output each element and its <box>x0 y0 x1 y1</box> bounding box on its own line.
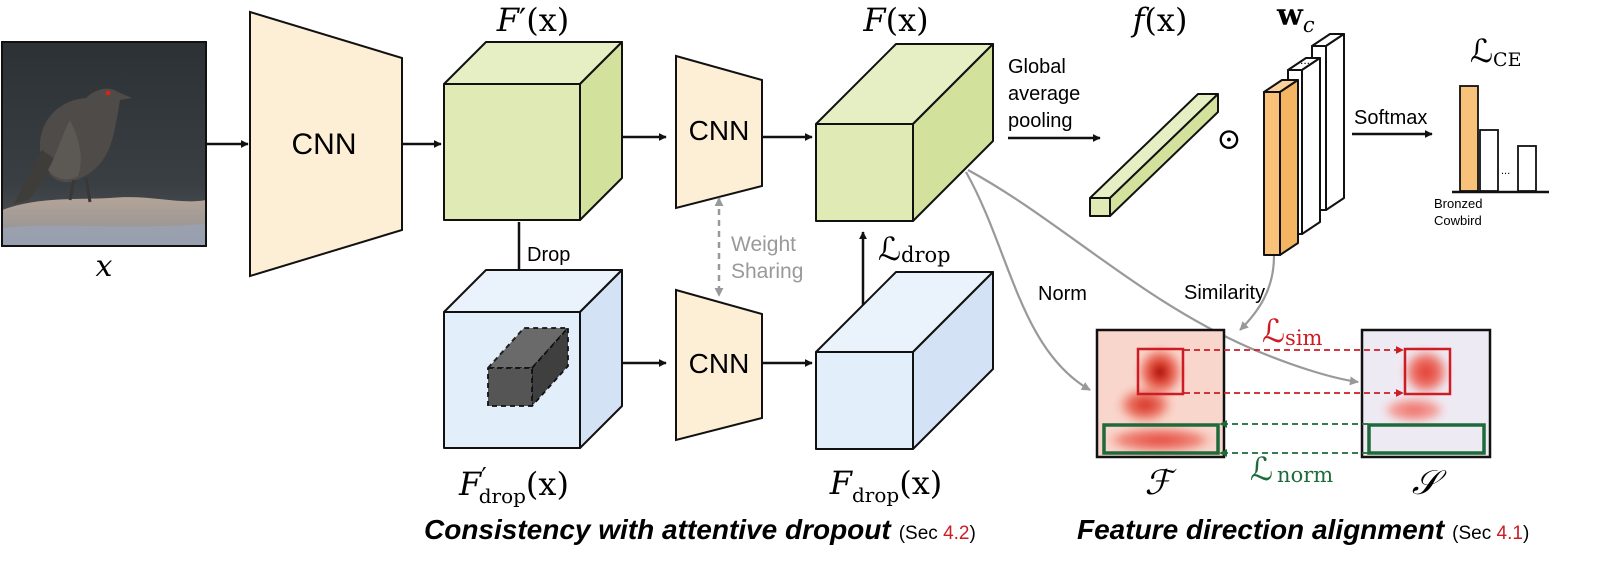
feature-map-F-norm-box <box>1102 423 1220 455</box>
lsim-label: ℒsim <box>1262 312 1323 350</box>
similarity-map-sim-box <box>1403 347 1452 396</box>
class-label-1: Bronzed <box>1434 196 1482 211</box>
norm-arrow <box>965 171 1091 391</box>
cnn-backbone-label: CNN <box>292 128 357 161</box>
cnn-top <box>675 54 763 210</box>
prob-dots: ... <box>1501 165 1510 177</box>
prob-bar-bronzed-cowbird <box>1459 85 1479 192</box>
dropped-region <box>487 327 569 407</box>
gap-label-3: pooling <box>1008 110 1073 132</box>
ce-prob-chart <box>1452 85 1549 194</box>
feature-map-F <box>1095 328 1226 459</box>
f-cube <box>815 43 994 222</box>
similarity-map-label: 𝒮 <box>1412 463 1447 503</box>
prob-bar-2 <box>1479 129 1499 192</box>
input-bird-image <box>1 41 207 247</box>
wc-label: wc <box>1276 0 1315 37</box>
fprime-drop-label: F′drop(x) <box>458 463 569 508</box>
input-label: x <box>96 249 113 284</box>
fx-vector <box>1089 93 1219 217</box>
caption-right: Feature direction alignment(Sec 4.1) <box>1077 514 1529 545</box>
feature-map-F-sim-box <box>1136 347 1185 396</box>
similarity-label: Similarity <box>1184 282 1265 304</box>
gap-label-2: average <box>1008 83 1080 105</box>
f-label: F(x) <box>862 1 928 39</box>
softmax-label: Softmax <box>1354 107 1427 129</box>
cnn-bottom-label: CNN <box>689 348 750 379</box>
cnn-bottom <box>675 288 763 442</box>
classifier-weights <box>1263 33 1345 256</box>
cnn-backbone <box>249 10 403 278</box>
fx-label: f(x) <box>1131 1 1188 39</box>
fdrop-cube <box>815 271 994 450</box>
lce-label: ℒCE <box>1470 32 1521 71</box>
wc-to-map-arrow <box>1239 255 1276 331</box>
cnn-top-label: CNN <box>689 115 750 146</box>
caption-left: Consistency with attentive dropout(Sec 4… <box>424 514 976 545</box>
wc-dots: ... <box>1300 53 1310 67</box>
similarity-map-S <box>1360 328 1492 459</box>
drop-label: Drop <box>527 244 570 266</box>
weight-sharing-label-2: Sharing <box>731 260 803 283</box>
ldrop-label: ℒdrop <box>878 230 951 268</box>
fprime-label: F′(x) <box>496 1 569 39</box>
class-label-2: Cowbird <box>1434 213 1482 228</box>
norm-label: Norm <box>1038 283 1087 305</box>
similarity-map-norm-box <box>1367 423 1486 455</box>
gap-label-1: Global <box>1008 56 1066 78</box>
weight-sharing-label-1: Weight <box>731 233 796 256</box>
feature-map-F-label: ℱ <box>1145 463 1178 503</box>
similarity-arrow <box>967 169 1359 386</box>
odot-symbol: ⊙ <box>1216 122 1241 157</box>
fprime-cube <box>443 41 623 221</box>
prob-bar-3 <box>1517 145 1537 192</box>
fdrop-label: Fdrop(x) <box>829 464 942 507</box>
